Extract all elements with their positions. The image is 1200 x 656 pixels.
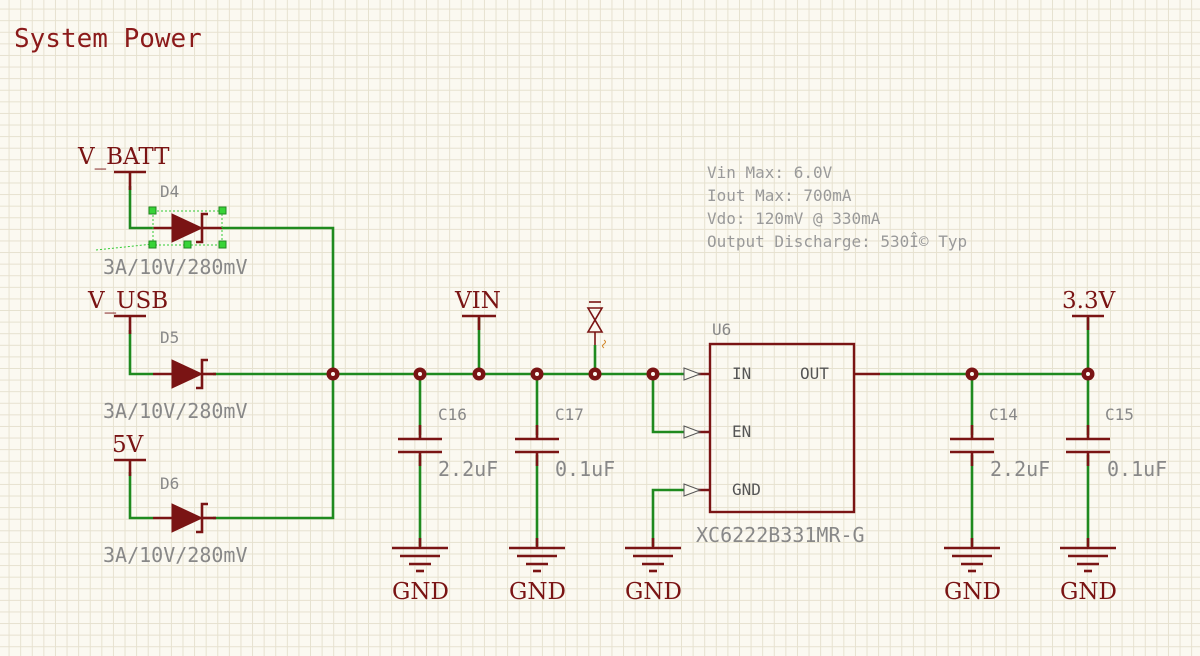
power-port-vbatt[interactable]: V_BATT: [77, 144, 170, 190]
pin-in-arrow-icon: [683, 367, 702, 381]
pin-label-gnd: GND: [732, 480, 761, 499]
pin-label-en: EN: [732, 422, 751, 441]
diode-d4-value: 3A/10V/280mV: [103, 255, 248, 279]
regulator-ref: U6: [712, 320, 731, 339]
capacitor-c14-value: 2.2uF: [990, 457, 1050, 481]
junctions: [326, 367, 1095, 381]
ground-symbol-c16[interactable]: GND: [392, 538, 449, 605]
wire-selection-guide: [95, 243, 154, 251]
ground-label: GND: [1060, 579, 1117, 605]
diode-d5[interactable]: D5 3A/10V/280mV: [103, 328, 248, 423]
power-port-3v3[interactable]: 3.3V: [1062, 288, 1116, 330]
capacitor-c14-ref: C14: [989, 405, 1018, 424]
wire-vbatt[interactable]: [128, 186, 153, 230]
wire-d4-out[interactable]: [222, 226, 335, 374]
junction-dot: [472, 367, 486, 381]
wire-5v[interactable]: [128, 472, 153, 520]
diode-d6[interactable]: D6 3A/10V/280mV: [103, 474, 248, 567]
ground-label: GND: [509, 579, 566, 605]
regulator-body[interactable]: [708, 342, 856, 514]
wire-en[interactable]: [651, 374, 684, 434]
wires: [95, 186, 1090, 546]
sheet-title: System Power: [14, 24, 202, 54]
diode-d5-value: 3A/10V/280mV: [103, 399, 248, 423]
ground-symbol-regulator[interactable]: GND: [625, 538, 682, 605]
junction-dot: [326, 367, 340, 381]
pin-label-in: IN: [732, 364, 751, 383]
ground-label: GND: [625, 579, 682, 605]
capacitor-c17-value: 0.1uF: [555, 457, 615, 481]
regulator-u6[interactable]: U6 XC6222B331MR-G IN EN GND OUT: [683, 320, 880, 547]
capacitor-c16-ref: C16: [438, 405, 467, 424]
junction-dot: [646, 367, 660, 381]
power-port-vin[interactable]: VIN: [454, 288, 501, 330]
junction-dot: [1081, 367, 1095, 381]
diode-d6-ref: D6: [160, 474, 179, 493]
spec-notes[interactable]: Vin Max: 6.0V Iout Max: 700mA Vdo: 120mV…: [707, 163, 967, 251]
ground-symbol-c15[interactable]: GND: [1060, 538, 1117, 605]
capacitor-c15[interactable]: C15 0.1uF: [1066, 405, 1167, 481]
wire-reg-gnd[interactable]: [651, 488, 684, 546]
net-label-5v: 5V: [112, 432, 144, 458]
capacitor-c15-ref: C15: [1105, 405, 1134, 424]
ground-symbol-c14[interactable]: GND: [944, 538, 1001, 605]
capacitor-c14[interactable]: C14 2.2uF: [950, 405, 1050, 481]
probe-marker-icon[interactable]: [586, 301, 606, 349]
note-output-discharge: Output Discharge: 530Î© Typ: [707, 232, 967, 251]
ground-symbol-c17[interactable]: GND: [509, 538, 566, 605]
pin-label-out: OUT: [800, 364, 829, 383]
capacitor-c17-ref: C17: [555, 405, 584, 424]
junction-dot: [413, 367, 427, 381]
capacitor-c17[interactable]: C17 0.1uF: [515, 405, 615, 481]
net-label-3v3: 3.3V: [1062, 288, 1116, 314]
diode-d6-value: 3A/10V/280mV: [103, 543, 248, 567]
regulator-part-number: XC6222B331MR-G: [696, 523, 865, 547]
capacitor-c16-value: 2.2uF: [438, 457, 498, 481]
capacitor-c15-value: 0.1uF: [1107, 457, 1167, 481]
pin-en-arrow-icon: [683, 425, 702, 439]
selection-handle[interactable]: [218, 240, 227, 249]
net-label-vin: VIN: [454, 288, 501, 314]
junction-dot: [965, 367, 979, 381]
selection-handle[interactable]: [183, 240, 192, 249]
wire-d6-out[interactable]: [213, 374, 335, 520]
net-label-vusb: V_USB: [87, 288, 168, 314]
junction-dot: [588, 367, 602, 381]
power-port-5v[interactable]: 5V: [112, 432, 146, 476]
note-vdo: Vdo: 120mV @ 330mA: [707, 209, 881, 228]
power-port-vusb[interactable]: V_USB: [87, 288, 168, 334]
junction-dot: [530, 367, 544, 381]
pin-gnd-arrow-icon: [683, 483, 702, 497]
selection-handle[interactable]: [218, 206, 227, 215]
diode-d5-ref: D5: [160, 328, 179, 347]
diode-d4[interactable]: D4 3A/10V/280mV: [103, 182, 248, 279]
diode-d4-ref: D4: [160, 182, 179, 201]
ground-label: GND: [392, 579, 449, 605]
wire-vusb[interactable]: [128, 330, 153, 376]
capacitor-c16[interactable]: C16 2.2uF: [398, 405, 498, 481]
note-vin-max: Vin Max: 6.0V: [707, 163, 833, 182]
ground-label: GND: [944, 579, 1001, 605]
note-iout-max: Iout Max: 700mA: [707, 186, 852, 205]
selection-handle[interactable]: [148, 240, 157, 249]
selection-handle[interactable]: [148, 206, 157, 215]
net-label-vbatt: V_BATT: [77, 144, 170, 170]
